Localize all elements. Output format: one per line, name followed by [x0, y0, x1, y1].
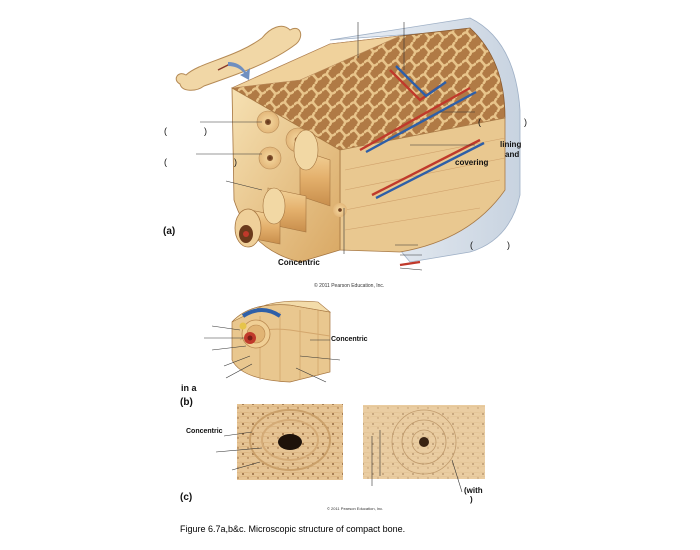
blank-label-paren-close: ): [204, 126, 207, 136]
blood-vessels: [359, 65, 485, 267]
label-lining: lining: [500, 140, 522, 149]
figure-caption: Figure 6.7a,b&c. Microscopic structure o…: [180, 524, 406, 534]
blank-label-paren-open: (: [164, 126, 167, 136]
label-and: and: [505, 150, 520, 159]
panel-c-letter: (c): [180, 492, 193, 503]
label-with: (with: [464, 486, 483, 495]
copyright-c: © 2011 Pearson Education, Inc.: [327, 506, 384, 511]
leader-lines-b: [204, 325, 341, 383]
leader-lines-c: [215, 430, 463, 493]
bone-block-side: [339, 117, 506, 253]
panel-a-letter: (a): [163, 226, 176, 237]
blank-label-paren-open: (: [478, 117, 481, 127]
blank-label-paren-close: ): [234, 157, 237, 167]
osteon-block-b: [231, 300, 332, 383]
micrograph-right: [363, 405, 485, 479]
blank-label-paren-close: ): [524, 117, 527, 127]
label-close-paren: ): [470, 495, 473, 504]
panel-b-letter: (b): [180, 397, 193, 408]
blank-label-paren-open: (: [470, 240, 473, 250]
label-in-a: in a: [181, 383, 197, 393]
leader-lines-a: [196, 22, 475, 271]
micrograph-left: [237, 404, 343, 480]
label-covering: covering: [455, 158, 489, 167]
label-concentric-b: Concentric: [331, 336, 368, 343]
label-concentric-c: Concentric: [186, 428, 223, 435]
copyright-a: © 2011 Pearson Education, Inc.: [314, 283, 385, 289]
blank-label-paren-close: ): [507, 240, 510, 250]
blank-label-paren-open: (: [164, 157, 167, 167]
pointer-arrow-icon: [228, 62, 250, 80]
label-concentric-a: Concentric: [278, 258, 320, 267]
osteon-cylinder: [234, 129, 331, 248]
